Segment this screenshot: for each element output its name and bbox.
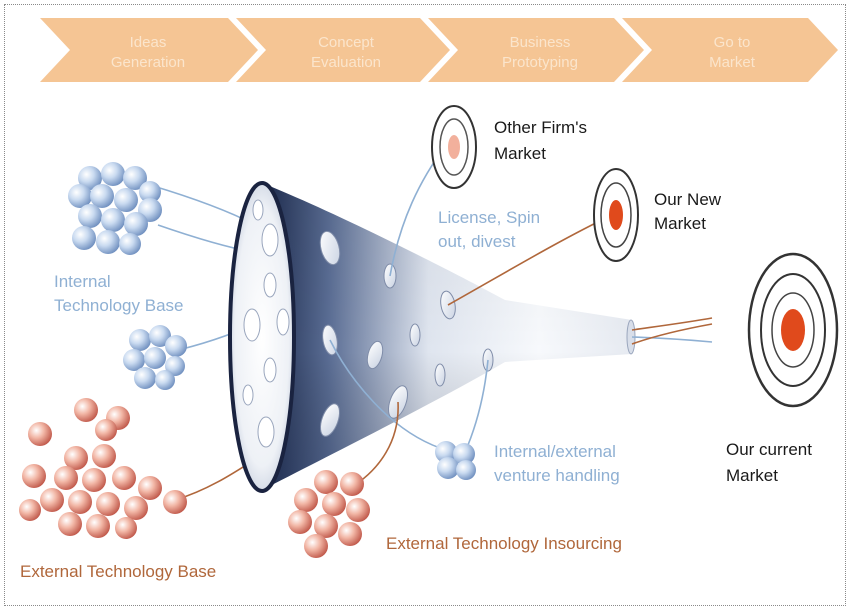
- body-hole: [366, 340, 384, 370]
- process-arrows: Ideas Generation Concept Evaluation Busi…: [40, 18, 838, 82]
- new-market-target: [593, 168, 639, 262]
- other-firm-label-line2: Market: [494, 144, 546, 163]
- dotted-frame: [4, 4, 846, 606]
- venture-label-line2: venture handling: [494, 466, 620, 485]
- venture-label-line1: Internal/external: [494, 442, 616, 461]
- step-3-line2: Prototyping: [502, 54, 578, 71]
- body-hole: [434, 363, 446, 387]
- external-tech-cluster: [19, 398, 187, 539]
- other-firm-label-line1: Other Firm's: [494, 118, 587, 137]
- internal-base-label-line1: Internal: [54, 272, 111, 291]
- license-label-line1: License, Spin: [438, 208, 541, 227]
- mouth-hole: [242, 384, 254, 406]
- step-arrow-concept: [236, 18, 450, 82]
- venture-cluster: [435, 441, 476, 480]
- mouth-hole: [263, 272, 277, 298]
- innovation-funnel: [228, 181, 636, 493]
- internal-base-label-line2: Technology Base: [54, 296, 184, 315]
- new-market-label-line2: Market: [654, 214, 706, 233]
- other-firm-target: [431, 105, 477, 189]
- mouth-hole: [276, 308, 290, 336]
- step-1-line2: Generation: [111, 54, 185, 71]
- mouth-hole: [243, 308, 261, 342]
- internal-tech-cluster-bottom: [123, 325, 187, 390]
- external-base-label: External Technology Base: [20, 562, 217, 581]
- step-arrow-ideas: [40, 18, 258, 82]
- internal-tech-cluster-top: [68, 162, 162, 255]
- step-2-line2: Evaluation: [311, 54, 381, 71]
- external-insourcing-label: External Technology Insourcing: [386, 534, 622, 553]
- step-arrow-business: [428, 18, 644, 82]
- step-2-line1: Concept: [318, 34, 375, 51]
- step-arrow-market: [622, 18, 838, 82]
- current-market-target: [747, 252, 839, 408]
- body-hole: [319, 403, 341, 437]
- insourcing-cluster: [288, 470, 370, 558]
- mouth-hole: [261, 223, 279, 257]
- step-4-line2: Market: [709, 54, 756, 71]
- body-hole: [409, 323, 421, 347]
- mouth-hole: [263, 357, 277, 383]
- mouth-hole: [252, 199, 264, 221]
- license-label-line2: out, divest: [438, 232, 516, 251]
- step-3-line1: Business: [510, 34, 571, 51]
- current-market-label-line2: Market: [726, 466, 778, 485]
- new-market-label-line1: Our New: [654, 190, 722, 209]
- mouth-hole: [257, 416, 275, 448]
- step-1-line1: Ideas: [130, 34, 167, 51]
- body-hole: [319, 230, 341, 266]
- step-4-line1: Go to: [714, 34, 751, 51]
- current-market-label-line1: Our current: [726, 440, 812, 459]
